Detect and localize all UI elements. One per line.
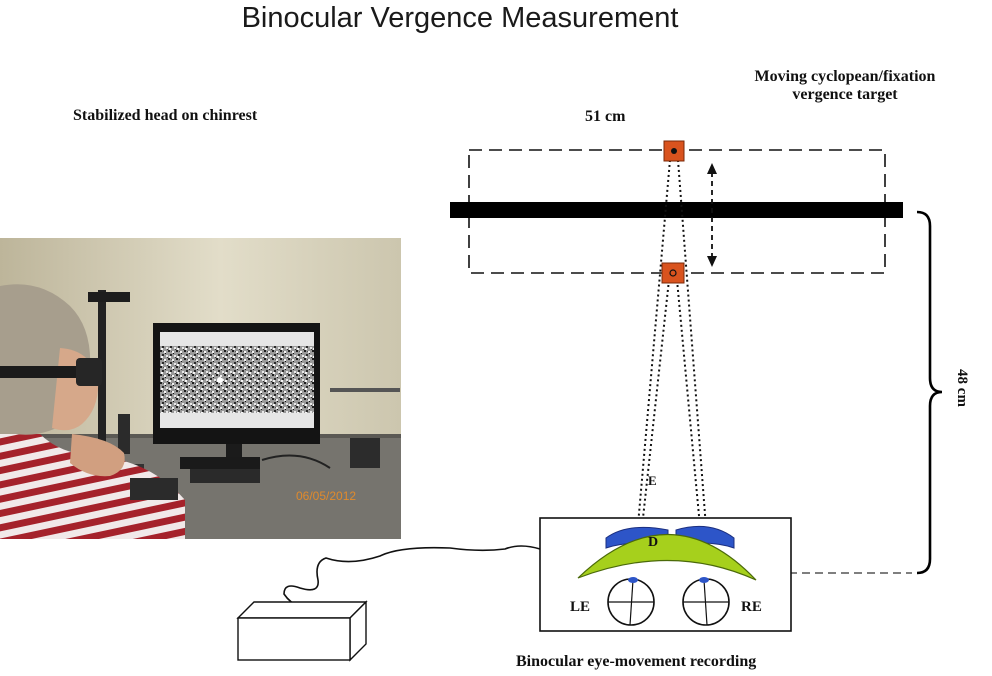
diagram-title: Binocular Vergence Measurement — [241, 2, 679, 34]
recording-label: Binocular eye-movement recording — [516, 653, 757, 670]
target-far — [661, 262, 685, 284]
computer-box — [236, 600, 368, 662]
distance-label: 48 cm — [954, 369, 970, 407]
target-label: Moving cyclopean/fixation vergence targe… — [735, 68, 955, 104]
subject-photo: 06/05/2012 — [0, 238, 401, 539]
e-label: E — [648, 473, 657, 488]
width-label: 51 cm — [585, 108, 626, 125]
distance-brace — [916, 210, 943, 575]
movement-arrow — [707, 163, 717, 267]
photo-date-stamp: 06/05/2012 — [296, 489, 356, 503]
chinrest-label: Stabilized head on chinrest — [73, 107, 258, 124]
left-eye — [607, 577, 655, 626]
data-cable — [283, 545, 541, 608]
re-label: RE — [741, 599, 762, 615]
target-label-line-1: Moving cyclopean/fixation — [754, 68, 936, 85]
le-label: LE — [570, 599, 590, 615]
dichroic-lens — [577, 533, 757, 581]
target-near — [663, 140, 685, 162]
target-rail — [450, 202, 903, 218]
target-label-line-2: vergence target — [792, 86, 898, 103]
right-eye — [682, 577, 730, 626]
d-label: D — [648, 535, 658, 550]
